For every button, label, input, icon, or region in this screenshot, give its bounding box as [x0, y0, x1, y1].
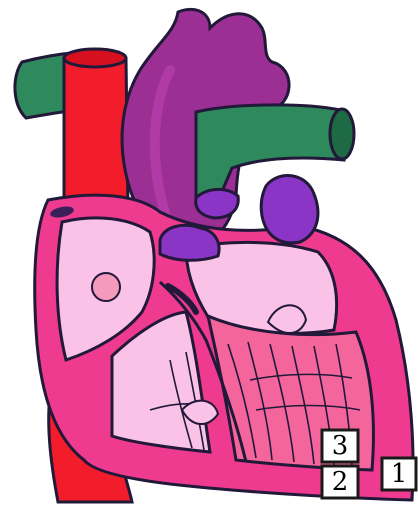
label-2: 2	[322, 466, 358, 498]
label-3: 3	[322, 430, 358, 462]
svg-text:1: 1	[391, 459, 408, 489]
pulmonary-trunk-opening	[330, 109, 354, 159]
pulmonary-valve-left	[196, 189, 239, 218]
svg-text:3: 3	[332, 431, 349, 461]
fossa-ovalis	[92, 273, 120, 301]
pulmonary-valve-right	[261, 176, 318, 243]
svg-text:2: 2	[332, 467, 349, 497]
label-1: 1	[382, 458, 416, 490]
vena-cava-opening	[64, 49, 126, 67]
aortic-valve	[160, 225, 219, 260]
